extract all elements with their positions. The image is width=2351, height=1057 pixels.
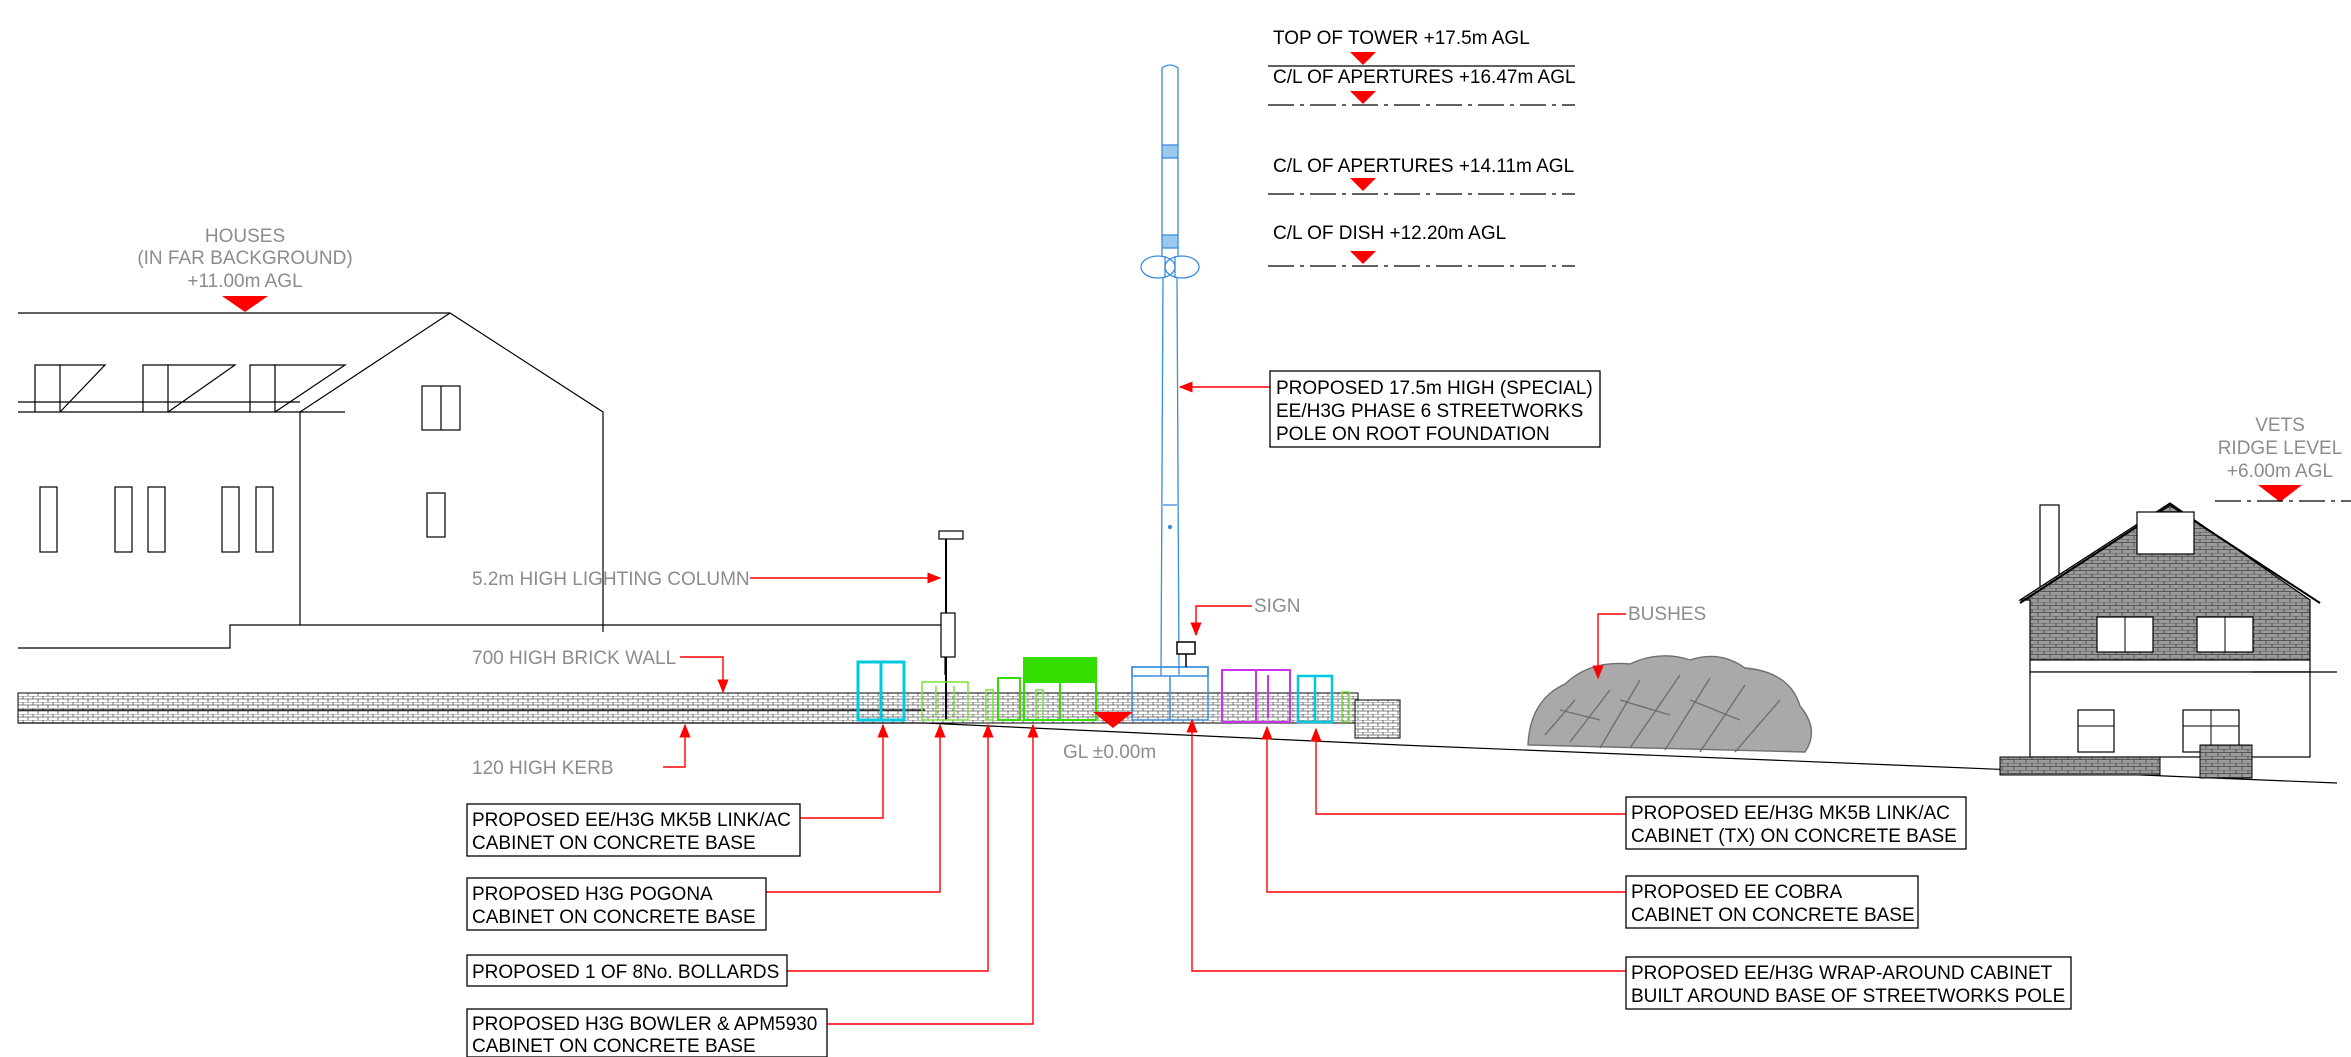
right-callout-3-line-1: PROPOSED EE/H3G WRAP-AROUND CABINET: [1631, 963, 2053, 984]
bushes: [1527, 655, 1813, 753]
level-apertures-lower: C/L OF APERTURES +14.11m AGL: [1273, 156, 1574, 177]
right-callout-text: PROPOSED EE/H3G MK5B LINK/AC CABINET (TX…: [1631, 803, 2065, 1007]
pole-callout-line-2: EE/H3G PHASE 6 STREETWORKS: [1276, 401, 1583, 422]
pole-callout-line-3: POLE ON ROOT FOUNDATION: [1276, 424, 1550, 445]
left-callout-box-2: [466, 877, 767, 931]
left-callout-box-4: [466, 1008, 828, 1057]
level-top-of-tower: TOP OF TOWER +17.5m AGL: [1273, 28, 1530, 49]
right-callout-1-line-1: PROPOSED EE/H3G MK5B LINK/AC: [1631, 803, 1950, 824]
right-callout-box-2: [1625, 875, 1919, 929]
left-callout-4-line-2: CABINET ON CONCRETE BASE: [472, 1036, 756, 1057]
right-callout-1-line-2: CABINET (TX) ON CONCRETE BASE: [1631, 826, 1957, 847]
leader-lines: [663, 381, 1626, 1025]
lighting-column: [938, 530, 964, 720]
vets-line-1: VETS: [2255, 415, 2305, 436]
vets-line-2: RIDGE LEVEL: [2218, 438, 2343, 459]
left-callout-text: PROPOSED EE/H3G MK5B LINK/AC CABINET ON …: [472, 810, 817, 1057]
cabinets: [856, 641, 1350, 724]
callout-boxes: [466, 370, 2072, 1057]
left-callout-1-line-2: CABINET ON CONCRETE BASE: [472, 833, 756, 854]
vets-label: VETS RIDGE LEVEL +6.00m AGL: [2218, 415, 2343, 482]
streetworks-pole: [1140, 64, 1200, 676]
pogona-cabinet: [921, 681, 969, 721]
pole-callout-line-1: PROPOSED 17.5m HIGH (SPECIAL): [1276, 378, 1593, 399]
level-dish: C/L OF DISH +12.20m AGL: [1273, 223, 1506, 244]
vets-line-3: +6.00m AGL: [2227, 461, 2333, 482]
mk5b-link-cabinet-left: [856, 660, 906, 722]
houses-line-3: +11.00m AGL: [187, 271, 302, 292]
level-ground: GL ±0.00m: [1063, 742, 1156, 763]
left-callout-3-line-1: PROPOSED 1 OF 8No. BOLLARDS: [472, 962, 779, 983]
right-callout-2-line-2: CABINET ON CONCRETE BASE: [1631, 905, 1915, 926]
right-callout-2-line-1: PROPOSED EE COBRA: [1631, 882, 1842, 903]
right-callout-3-line-2: BUILT AROUND BASE OF STREETWORKS POLE: [1631, 986, 2065, 1007]
level-apertures-upper: C/L OF APERTURES +16.47m AGL: [1273, 67, 1576, 88]
houses-label: HOUSES (IN FAR BACKGROUND) +11.00m AGL: [137, 226, 352, 292]
houses-line-1: HOUSES: [205, 226, 285, 247]
brick-wall: [17, 692, 1359, 724]
pole-callout-box: [1269, 370, 1601, 448]
brick-wall-label: 700 HIGH BRICK WALL: [472, 648, 676, 669]
level-markers: [222, 52, 2351, 728]
vets-building: [1999, 502, 2337, 779]
bushes-label: BUSHES: [1628, 604, 1706, 625]
mk5b-link-cabinet-right: [1296, 674, 1334, 724]
left-callout-2-line-2: CABINET ON CONCRETE BASE: [472, 907, 756, 928]
left-callout-box-1: [466, 803, 801, 857]
wrap-around-cabinet: [1131, 666, 1209, 721]
lighting-column-label: 5.2m HIGH LIGHTING COLUMN: [472, 569, 750, 590]
left-callout-box-3: [466, 954, 788, 987]
sign-label: SIGN: [1254, 596, 1300, 617]
right-callout-box-3: [1625, 956, 2072, 1010]
dormer-windows: [34, 364, 347, 413]
cobra-cabinet: [1221, 669, 1291, 723]
background-houses: [18, 312, 946, 675]
left-callout-1-line-1: PROPOSED EE/H3G MK5B LINK/AC: [472, 810, 791, 831]
left-callout-4-line-1: PROPOSED H3G BOWLER & APM5930: [472, 1014, 817, 1035]
bowler-cabinet: [997, 657, 1097, 721]
sign: [1176, 641, 1196, 667]
pole-callout-text: PROPOSED 17.5m HIGH (SPECIAL) EE/H3G PHA…: [1276, 378, 1593, 445]
right-callout-box-1: [1625, 796, 1967, 850]
level-text: TOP OF TOWER +17.5m AGL C/L OF APERTURES…: [1063, 28, 1576, 763]
left-callout-2-line-1: PROPOSED H3G POGONA: [472, 884, 713, 905]
annotation-labels: 5.2m HIGH LIGHTING COLUMN 700 HIGH BRICK…: [472, 569, 1706, 779]
houses-line-2: (IN FAR BACKGROUND): [137, 248, 352, 269]
kerb-label: 120 HIGH KERB: [472, 758, 614, 779]
ground-line: [18, 699, 2338, 784]
